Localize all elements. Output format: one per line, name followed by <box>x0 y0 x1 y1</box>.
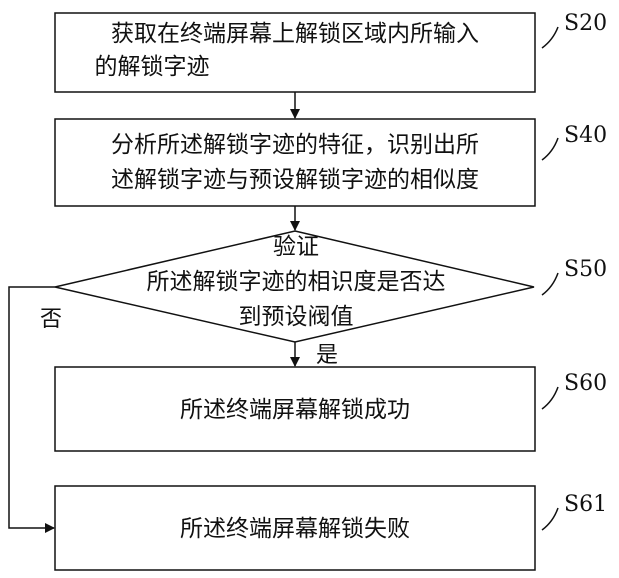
step-s61-label: S61 <box>564 492 607 517</box>
step-s40-line-1: 分析所述解锁字迹的特征，识别出所 <box>111 132 479 158</box>
step-s50-label: S50 <box>564 257 607 282</box>
step-s40-label-group: S40 <box>542 123 607 160</box>
step-s20-label: S20 <box>564 11 607 36</box>
no-label: 否 <box>40 307 62 332</box>
step-s61-line-1: 所述终端屏幕解锁失败 <box>180 516 410 542</box>
step-s20-line-2: 的解锁字迹 <box>95 54 210 80</box>
step-s50-line-3: 到预设阀值 <box>239 304 354 330</box>
step-s40-label: S40 <box>564 123 607 148</box>
step-s61-label-group: S61 <box>542 492 607 530</box>
step-s40-line-2: 述解锁字迹与预设解锁字迹的相似度 <box>111 167 479 193</box>
step-s20-label-group: S20 <box>542 11 607 48</box>
step-s61-box: 所述终端屏幕解锁失败 <box>55 486 535 570</box>
step-s60-label-group: S60 <box>542 371 607 409</box>
step-s60-label: S60 <box>564 371 607 396</box>
yes-label: 是 <box>316 343 338 368</box>
step-s20-box: 获取在终端屏幕上解锁区域内所输入 的解锁字迹 <box>55 13 535 92</box>
step-s20-line-1: 获取在终端屏幕上解锁区域内所输入 <box>111 21 479 47</box>
step-s60-line-1: 所述终端屏幕解锁成功 <box>180 397 410 423</box>
step-s50-line-1: 验证 <box>273 234 319 260</box>
step-s50-line-2: 所述解锁字迹的相识度是否达 <box>147 269 446 295</box>
step-s40-box: 分析所述解锁字迹的特征，识别出所 述解锁字迹与预设解锁字迹的相似度 <box>55 119 535 206</box>
step-s50-label-group: S50 <box>542 257 607 295</box>
step-s50-decision: 验证 所述解锁字迹的相识度是否达 到预设阀值 <box>55 231 534 342</box>
step-s60-box: 所述终端屏幕解锁成功 <box>55 367 535 451</box>
